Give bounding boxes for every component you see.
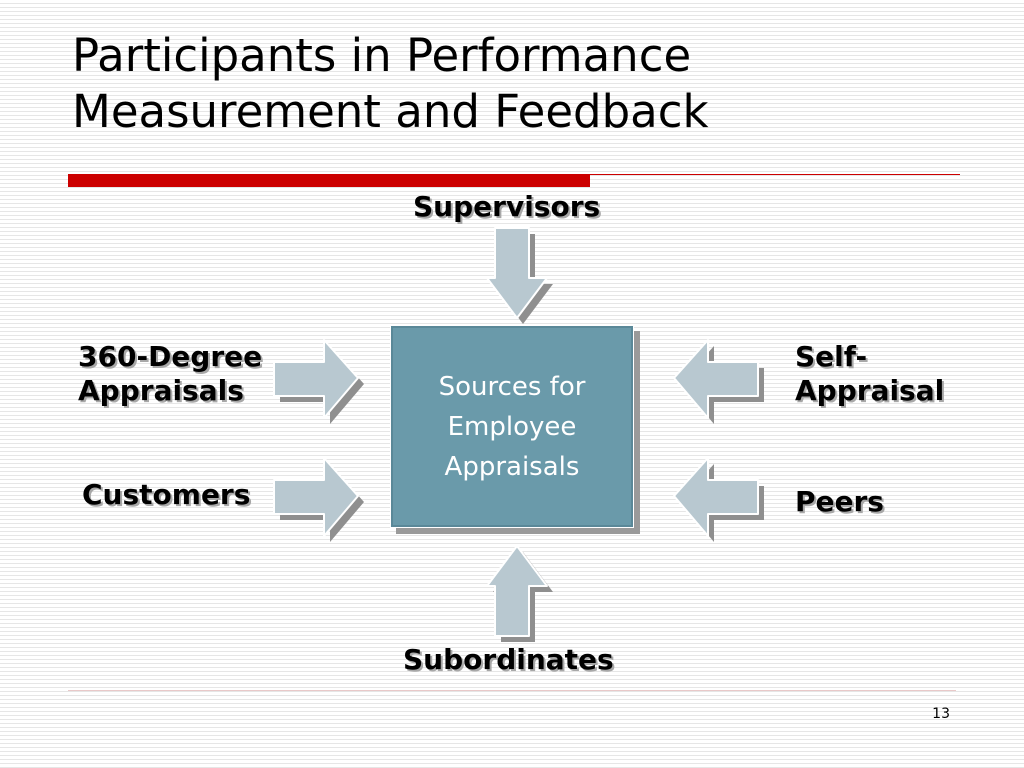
- page-number: 13: [932, 706, 950, 722]
- label-self-appraisal: Self- Appraisal: [795, 340, 944, 408]
- center-box-line-2: Employee: [447, 411, 577, 442]
- center-box-line-1: Sources for: [438, 371, 586, 402]
- slide-title-line-2: Measurement and Feedback: [72, 85, 709, 138]
- arrow-left-from-self-appraisal: [673, 339, 764, 424]
- label-360-degree-line-1: 360-Degree: [78, 340, 263, 373]
- arrow-body: [673, 457, 759, 537]
- arrow-right-from-customers: [273, 457, 364, 542]
- slide-title-line-1: Participants in Performance: [72, 29, 692, 82]
- label-peers: Peers: [795, 485, 884, 518]
- arrow-down-from-supervisors: [486, 227, 553, 324]
- arrow-right-from-360-degree: [273, 339, 364, 424]
- arrow-left-from-peers: [673, 457, 764, 542]
- label-customers: Customers: [82, 478, 251, 511]
- label-360-degree-line-2: Appraisals: [78, 374, 244, 407]
- arrow-body: [486, 545, 548, 637]
- label-360-degree-appraisals: 360-Degree Appraisals: [78, 340, 262, 408]
- slide-title: Participants in Performance Measurement …: [72, 28, 972, 140]
- arrow-body: [673, 339, 759, 419]
- label-self-appraisal-line-1: Self-: [795, 340, 868, 373]
- footer-divider: [68, 690, 956, 691]
- arrow-body: [273, 339, 359, 419]
- center-box-sources: Sources for Employee Appraisals: [390, 325, 634, 528]
- arrow-body: [486, 227, 548, 319]
- arrow-up-from-subordinates: [486, 545, 553, 642]
- label-self-appraisal-line-2: Appraisal: [795, 374, 945, 407]
- title-underline-thin: [590, 174, 960, 175]
- label-subordinates: Subordinates: [403, 643, 614, 676]
- arrow-body: [273, 457, 359, 537]
- title-underline-red: [68, 174, 590, 187]
- label-supervisors: Supervisors: [413, 190, 601, 223]
- center-box-line-3: Appraisals: [444, 451, 580, 482]
